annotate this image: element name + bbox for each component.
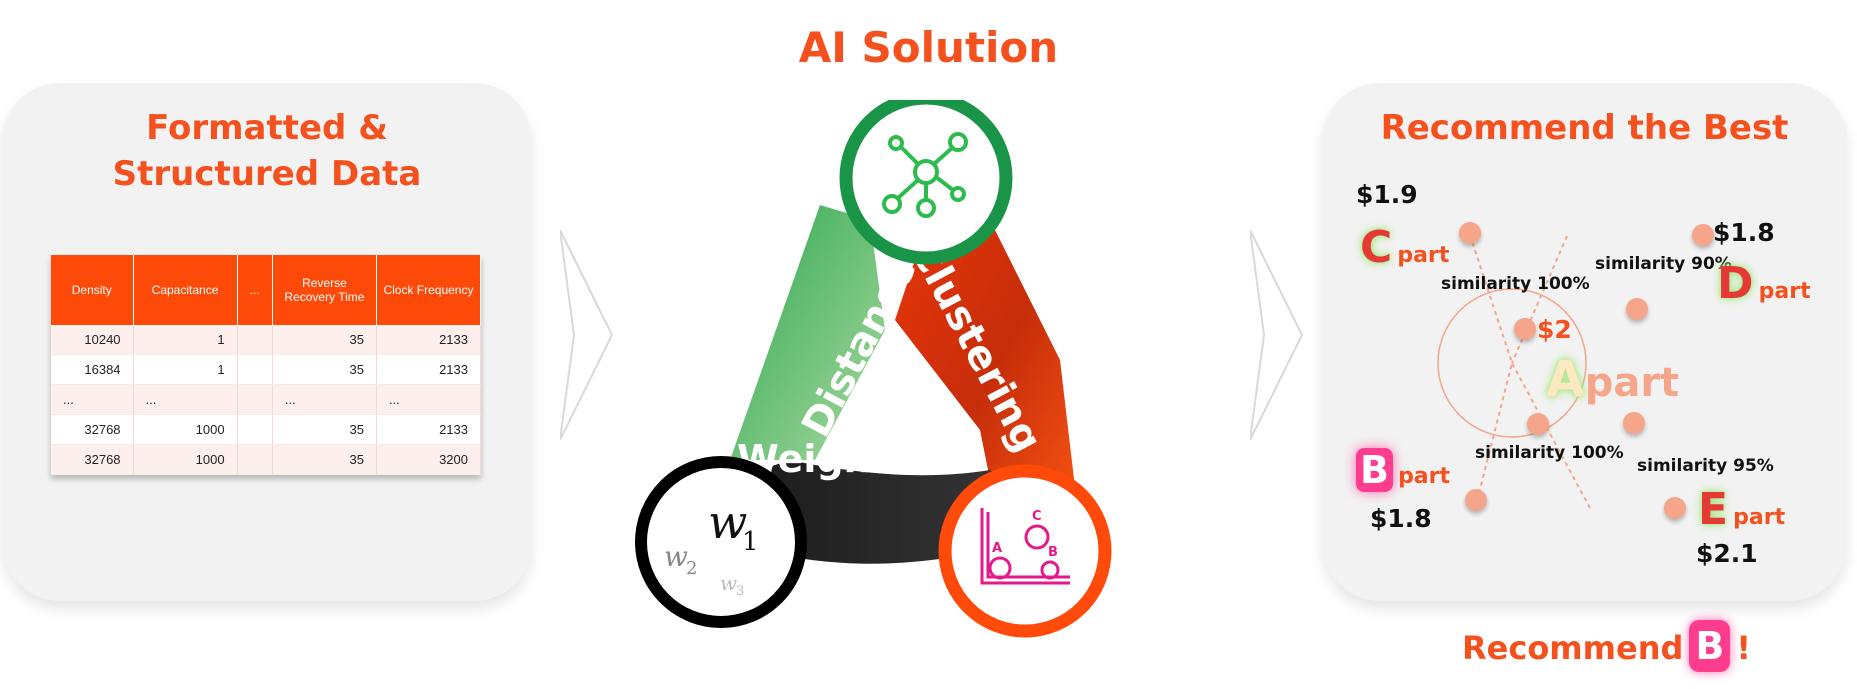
recommend-prefix: Recommend <box>1462 629 1684 667</box>
column-header: Reverse Recovery Time <box>272 255 377 325</box>
table-cell: 1000 <box>133 444 238 475</box>
distance-band <box>730 205 885 460</box>
price-label: $1.8 <box>1713 218 1775 247</box>
svg-text:w: w <box>708 495 747 549</box>
w1-subscript: 1 <box>742 527 759 557</box>
cluster-letter: C <box>1032 509 1042 524</box>
svg-text:w: w <box>720 571 737 595</box>
table-cell: 32768 <box>51 444 134 475</box>
part-b: B part <box>1356 448 1450 492</box>
similarity-label: similarity 100% <box>1475 443 1624 463</box>
part-word: part <box>1758 279 1811 304</box>
similarity-graph <box>1437 234 1591 509</box>
node-dot <box>1692 224 1714 246</box>
table-cell: 35 <box>272 325 377 355</box>
chevron-right-icon <box>560 230 614 440</box>
table-row: 32768 1000 35 2133 <box>51 414 482 445</box>
node-dot <box>1664 497 1686 519</box>
cluster-letter: B <box>1048 545 1058 560</box>
table-cell: ... <box>376 384 482 415</box>
table-row: ... ... ... ... <box>51 384 482 415</box>
similarity-label: similarity 95% <box>1637 456 1774 476</box>
part-word: part <box>1397 243 1450 268</box>
column-header: ... <box>237 255 273 325</box>
part-word: part <box>1398 464 1451 489</box>
cluster-letter: A <box>992 541 1002 556</box>
table-row: 16384 1 35 2133 <box>51 354 482 385</box>
price-label: $1.8 <box>1370 504 1432 533</box>
panel-title-line2: Structured Data <box>112 154 422 194</box>
node-dot <box>1459 222 1481 244</box>
part-word: part <box>1733 505 1786 530</box>
table-cell: 1 <box>133 325 238 355</box>
ai-triangle-diagram: Distance Clustering Weight w 1 w 2 w 3 <box>635 100 1112 638</box>
similarity-label: similarity 90% <box>1595 254 1732 274</box>
table-row: 32768 1000 35 3200 <box>51 444 482 475</box>
w3-subscript: 3 <box>736 584 744 599</box>
node-dot <box>1623 412 1645 434</box>
part-letter: E <box>1698 484 1729 535</box>
node-dot <box>1527 413 1549 435</box>
column-header: Capacitance <box>133 255 238 325</box>
table-cell <box>237 384 273 415</box>
price-label: $1.9 <box>1356 180 1418 209</box>
part-e: E part <box>1698 484 1785 535</box>
chevron-right-icon <box>1250 230 1304 440</box>
table-row: 10240 1 35 2133 <box>51 325 482 355</box>
panel-title-line1: Formatted & <box>146 108 388 148</box>
table-cell: 1000 <box>133 414 238 445</box>
part-letter: D <box>1717 258 1754 309</box>
table-cell: 35 <box>272 414 377 445</box>
center-price: $2 <box>1537 315 1572 344</box>
network-icon <box>882 132 968 218</box>
svg-text:w: w <box>664 540 688 573</box>
table-cell: 2133 <box>376 354 482 385</box>
node-dot <box>1514 318 1536 340</box>
recommend-letter: B <box>1689 620 1731 672</box>
recommend-suffix: ! <box>1736 629 1751 667</box>
table-cell: 32768 <box>51 414 134 445</box>
table-cell: 2133 <box>376 414 482 445</box>
panel-title: Recommend the Best <box>1380 108 1789 148</box>
data-table: Density Capacitance ... Reverse Recovery… <box>51 255 482 475</box>
table-cell <box>237 354 273 385</box>
panel-title: Formatted & Structured Data <box>2 105 532 197</box>
table-cell: ... <box>272 384 377 415</box>
node-dot <box>1465 489 1487 511</box>
table-cell: 35 <box>272 444 377 475</box>
cluster-chart-icon <box>980 508 1070 585</box>
table-cell: 3200 <box>376 444 482 475</box>
table-cell: ... <box>133 384 238 415</box>
structured-data-panel: Formatted & Structured Data Density Capa… <box>2 83 532 601</box>
similarity-label: similarity 100% <box>1441 274 1590 294</box>
network-node <box>839 100 1013 265</box>
part-letter: B <box>1356 448 1393 492</box>
column-header: Clock Frequency <box>376 255 482 325</box>
part-word: part <box>1584 360 1680 406</box>
table-cell <box>237 414 273 445</box>
cluster-node: A B C <box>938 464 1112 638</box>
table-cell: 35 <box>272 354 377 385</box>
table-cell <box>237 325 273 355</box>
table-header-row: Density Capacitance ... Reverse Recovery… <box>51 255 482 325</box>
part-a: Apart <box>1546 350 1679 408</box>
table-cell: 10240 <box>51 325 134 355</box>
page-title: AI Solution <box>798 23 1059 72</box>
part-d: D part <box>1717 258 1811 309</box>
table-cell: ... <box>51 384 134 415</box>
part-letter: C <box>1360 222 1393 273</box>
price-label: $2.1 <box>1696 539 1758 568</box>
part-c: C part <box>1360 222 1449 273</box>
table-cell <box>237 444 273 475</box>
node-dot <box>1626 298 1648 320</box>
part-letter: A <box>1546 350 1585 408</box>
recommendation-panel: Recommend the Best <box>1322 83 1847 601</box>
w2-subscript: 2 <box>686 558 697 579</box>
column-header: Density <box>51 255 134 325</box>
table-cell: 2133 <box>376 325 482 355</box>
table-cell: 1 <box>133 354 238 385</box>
table-cell: 16384 <box>51 354 134 385</box>
weight-node: w 1 w 2 w 3 <box>635 456 807 628</box>
